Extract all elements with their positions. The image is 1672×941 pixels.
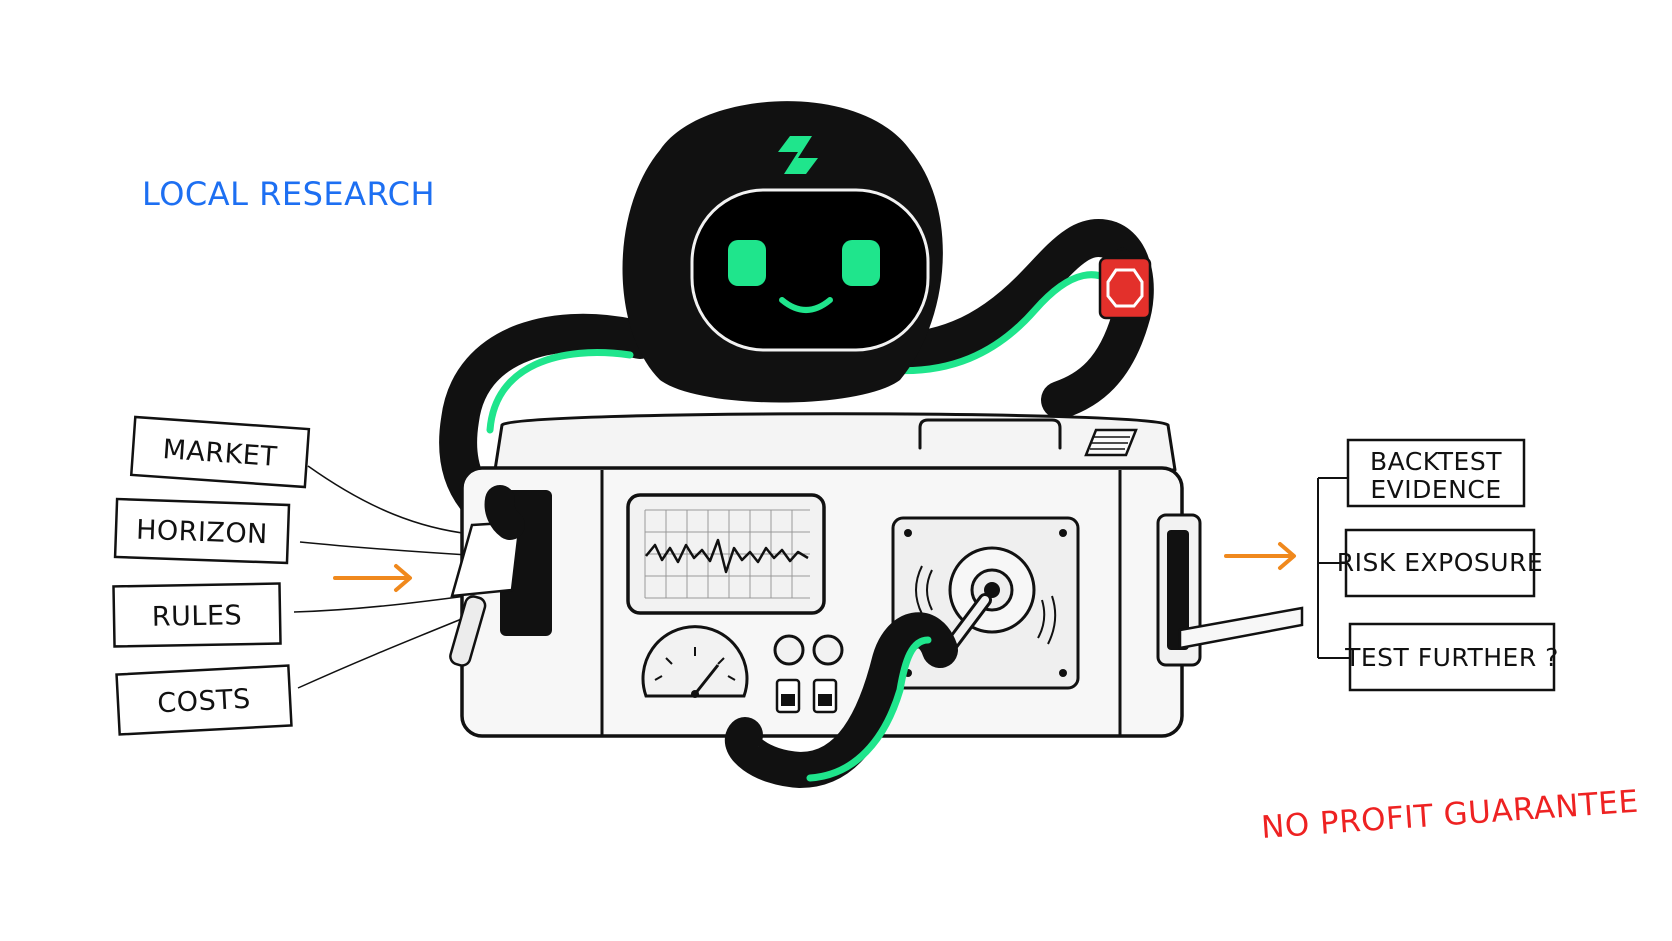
no-profit-guarantee-annotation: NO PROFIT GUARANTEE bbox=[1260, 784, 1640, 846]
output-labels: BACKTEST EVIDENCE RISK EXPOSURE TEST FUR… bbox=[1337, 438, 1559, 692]
s-shaped-bolt-icon bbox=[778, 136, 818, 174]
input-label-market: MARKET bbox=[129, 415, 311, 489]
robot-right-eye bbox=[842, 240, 880, 286]
machine-handle bbox=[918, 418, 1062, 450]
input-connectors bbox=[293, 465, 471, 689]
input-labels: MARKET HORIZON RULES COSTS bbox=[112, 415, 311, 736]
pressure-gauge bbox=[641, 625, 749, 698]
output-label-risk-exposure: RISK EXPOSURE bbox=[1337, 528, 1543, 598]
robot-left-eye bbox=[728, 240, 766, 286]
local-research-annotation: LOCAL RESEARCH bbox=[142, 175, 435, 213]
svg-text:TEST FURTHER ?: TEST FURTHER ? bbox=[1344, 643, 1559, 672]
input-label-horizon: HORIZON bbox=[113, 497, 291, 565]
stop-octagon-icon bbox=[1106, 268, 1144, 308]
svg-text:HORIZON: HORIZON bbox=[136, 515, 269, 551]
left-knob bbox=[773, 634, 805, 666]
octopus-tentacle-front bbox=[484, 485, 958, 789]
right-knob bbox=[812, 634, 844, 666]
input-tube bbox=[449, 595, 487, 667]
output-label-backtest-evidence: BACKTEST EVIDENCE bbox=[1346, 438, 1526, 508]
svg-text:EVIDENCE: EVIDENCE bbox=[1370, 475, 1501, 504]
output-label-test-further: TEST FURTHER ? bbox=[1344, 622, 1559, 692]
svg-text:BACKTEST: BACKTEST bbox=[1370, 447, 1502, 476]
input-label-costs: COSTS bbox=[115, 664, 293, 736]
svg-text:COSTS: COSTS bbox=[157, 684, 252, 720]
output-bracket bbox=[1317, 477, 1352, 659]
output-tray bbox=[1178, 606, 1304, 650]
input-label-rules: RULES bbox=[112, 582, 282, 648]
signal-waveform bbox=[645, 538, 809, 574]
svg-text:RULES: RULES bbox=[152, 600, 243, 633]
output-arrow bbox=[1224, 542, 1296, 570]
robot-smile bbox=[779, 297, 833, 313]
robot-face-visor bbox=[690, 188, 930, 352]
svg-text:RISK EXPOSURE: RISK EXPOSURE bbox=[1337, 548, 1543, 577]
octopus-robot bbox=[622, 101, 943, 403]
stop-tag bbox=[1098, 247, 1152, 320]
